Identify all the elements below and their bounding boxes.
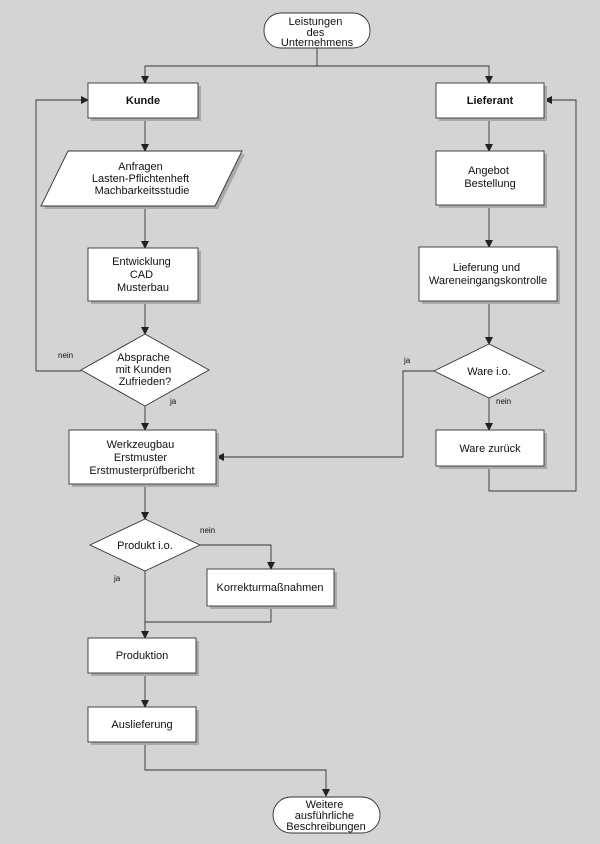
- box-anfragen: Anfragen Lasten-Pflichtenheft Machbarkei…: [40, 150, 245, 209]
- box-ware-zurueck: Ware zurück: [435, 429, 547, 469]
- box-korrektur: Korrekturmaßnahmen: [206, 568, 337, 609]
- edge-produkt-korrektur-nein: [200, 544, 275, 570]
- ware-io-label: Ware i.o.: [467, 366, 511, 378]
- label-produkt-nein: nein: [200, 526, 215, 535]
- edge-split-lieferant: [317, 65, 493, 84]
- anfragen-label: Anfragen Lasten-Pflichtenheft Machbarkei…: [92, 161, 192, 197]
- end-label: Weitere ausführliche Beschreibungen: [286, 799, 366, 833]
- connectors: [35, 48, 577, 797]
- decision-ware-io: Ware i.o.: [432, 343, 546, 399]
- edge-labels: nein ja ja nein nein ja: [58, 351, 511, 583]
- lieferant-label: Lieferant: [467, 95, 514, 107]
- korrektur-label: Korrekturmaßnahmen: [217, 582, 324, 594]
- auslieferung-label: Auslieferung: [111, 719, 172, 731]
- decision-produkt-io: Produkt i.o.: [88, 518, 202, 572]
- label-ware-ja: ja: [403, 356, 411, 365]
- ware-zurueck-label: Ware zurück: [459, 443, 521, 455]
- produkt-io-label: Produkt i.o.: [117, 540, 173, 552]
- edge-zurueck-lieferant: [488, 96, 577, 492]
- box-lieferung: Lieferung und Wareneingangskontrolle: [418, 246, 560, 304]
- produktion-label: Produktion: [116, 650, 169, 662]
- edge-split-kunde: [141, 65, 317, 84]
- box-auslieferung: Auslieferung: [87, 706, 199, 745]
- edge-korrektur-merge: [145, 606, 272, 623]
- edge-absprache-kunde-nein: [35, 96, 89, 372]
- kunde-label: Kunde: [126, 95, 160, 107]
- label-produkt-ja: ja: [113, 574, 121, 583]
- edge-ware-werkzeugbau-ja: [216, 370, 436, 461]
- lieferung-label: Lieferung und Wareneingangskontrolle: [429, 262, 547, 287]
- start-label: Leistungen des Unternehmens: [281, 16, 354, 49]
- box-kunde: Kunde: [87, 82, 201, 121]
- angebot-label: Angebot Bestellung: [464, 165, 515, 190]
- box-angebot: Angebot Bestellung: [435, 150, 547, 208]
- label-absprache-ja: ja: [169, 397, 177, 406]
- box-werkzeugbau: Werkzeugbau Erstmuster Erstmusterprüfber…: [68, 429, 219, 487]
- absprache-label: Absprache mit Kunden Zufrieden?: [116, 352, 175, 388]
- end-terminator: Weitere ausführliche Beschreibungen: [272, 796, 381, 834]
- label-absprache-nein: nein: [58, 351, 73, 360]
- werkzeugbau-label: Werkzeugbau Erstmuster Erstmusterprüfber…: [89, 439, 194, 477]
- box-produktion: Produktion: [87, 637, 199, 676]
- entwicklung-label: Entwicklung CAD Musterbau: [112, 256, 174, 294]
- box-entwicklung: Entwicklung CAD Musterbau: [87, 247, 201, 304]
- decision-absprache: Absprache mit Kunden Zufrieden?: [80, 333, 210, 407]
- start-terminator: Leistungen des Unternehmens: [263, 12, 371, 49]
- label-ware-nein: nein: [496, 397, 511, 406]
- edge-auslieferung-end: [144, 742, 330, 797]
- box-lieferant: Lieferant: [435, 82, 547, 121]
